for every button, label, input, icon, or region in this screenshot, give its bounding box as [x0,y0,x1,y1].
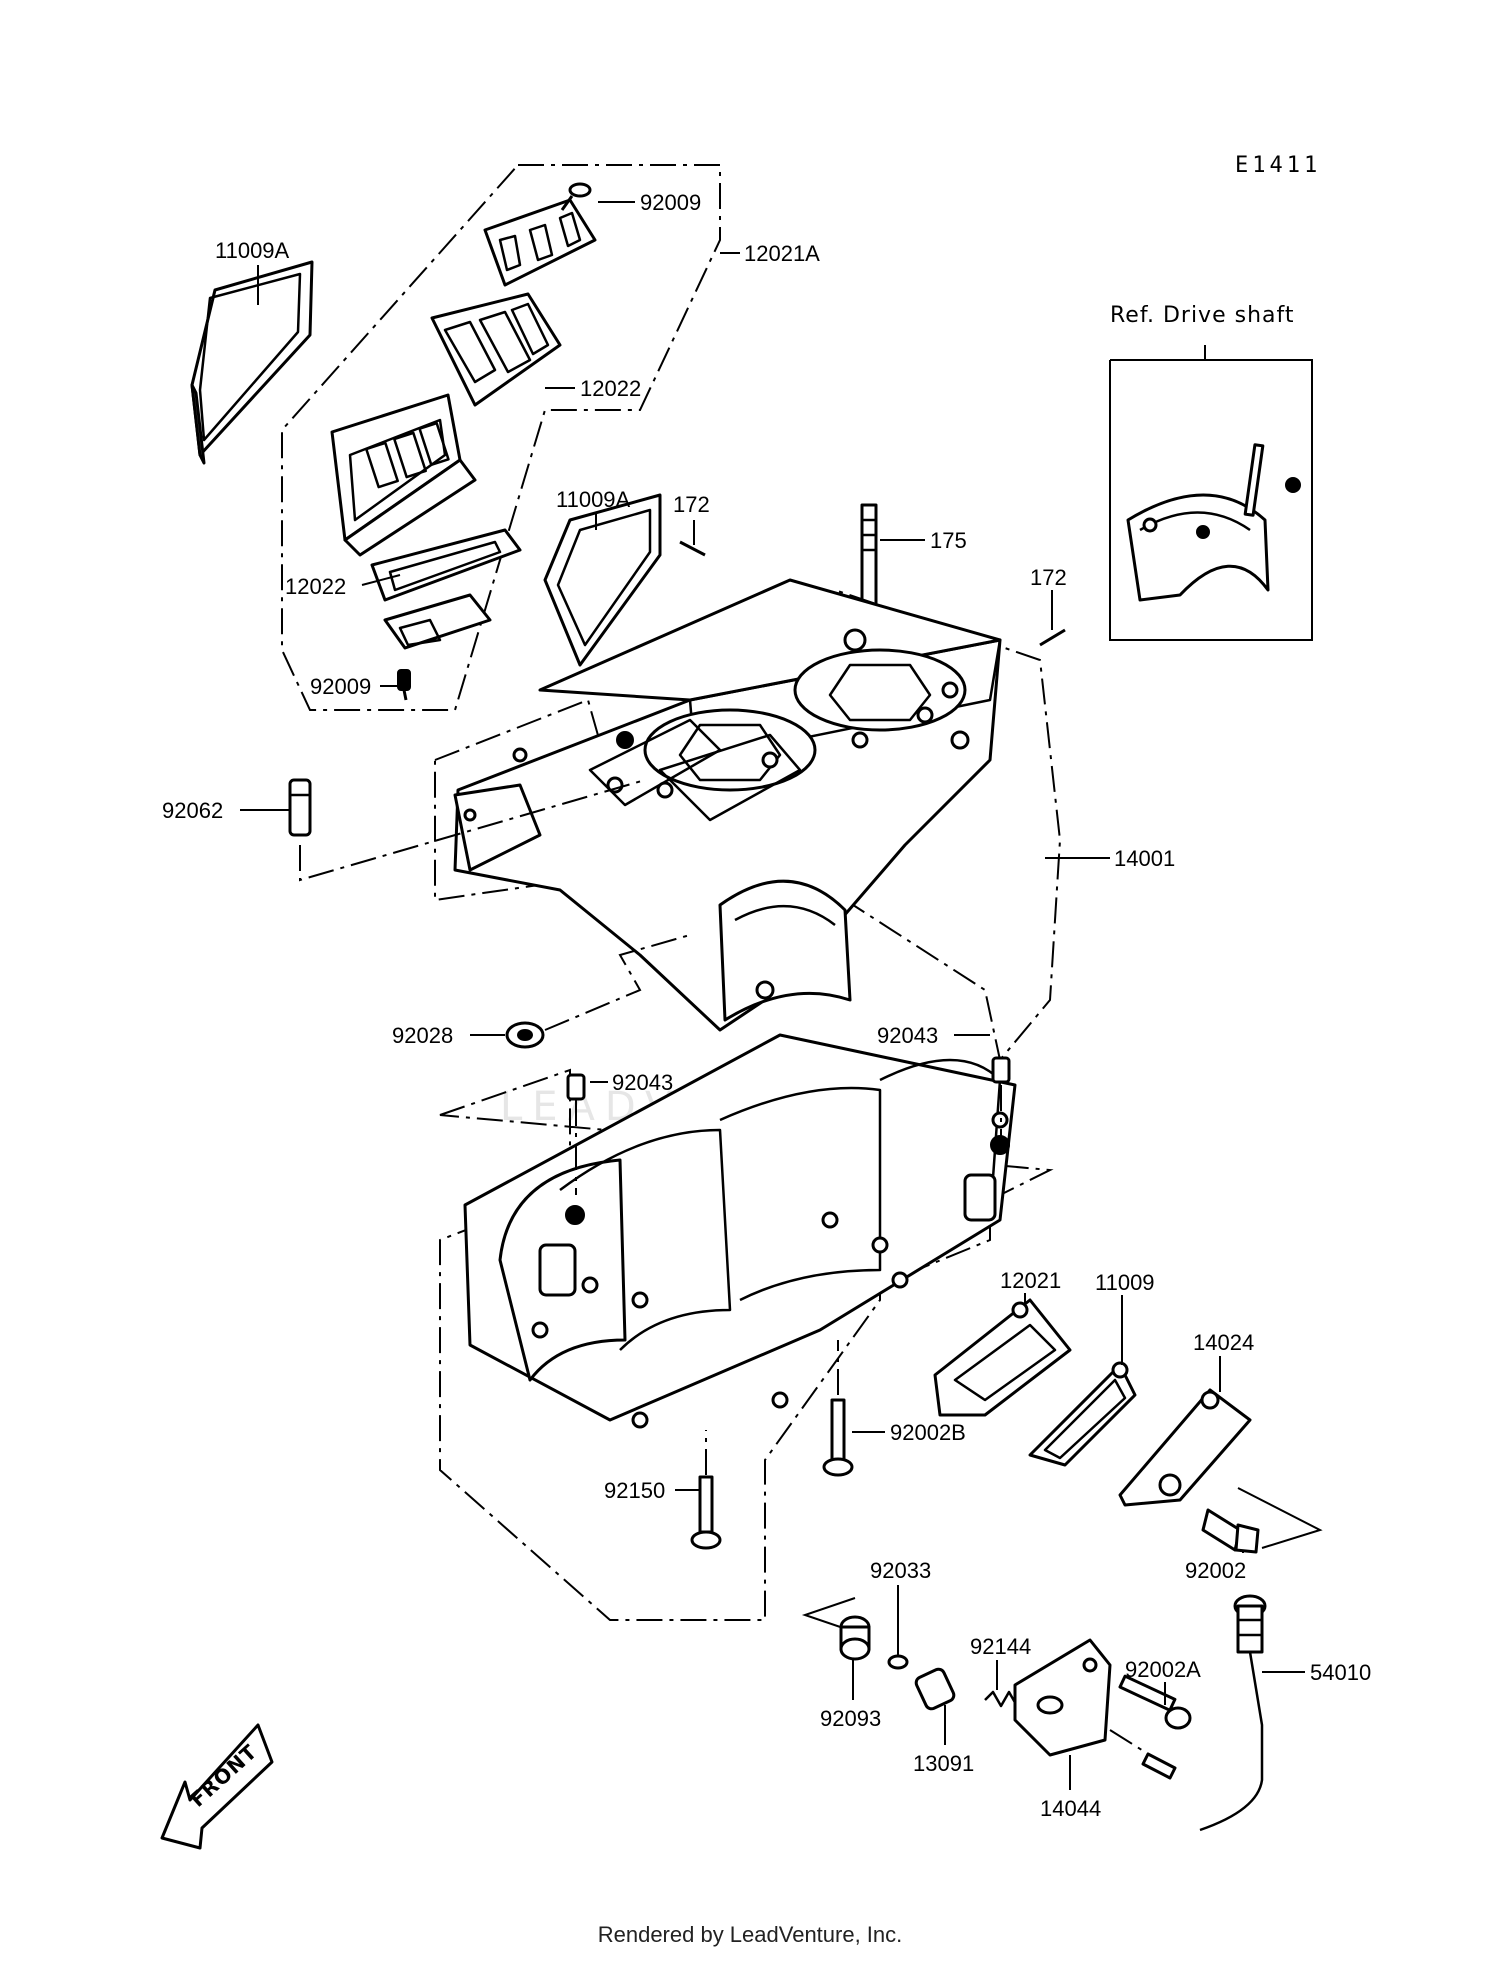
callout-172-right: 172 [1030,565,1067,590]
lower-crankcase [439,1033,1054,1621]
callout-92043-right: 92043 [877,1023,938,1048]
oil-line-54010 [1199,1594,1267,1832]
housing-14044 [1013,1638,1112,1757]
reed-valve-group [190,164,721,711]
callout-11009a-middle: 11009A [556,487,631,512]
callout-172-left: 172 [673,492,710,517]
drive-shaft-reference-box: Ref. Drive shaft [1109,303,1313,641]
screw-92009-lower [397,669,411,701]
crankcase-group-boundary-lower [439,1068,1054,1621]
callout-12022-lower: 12022 [285,574,346,599]
bolt-92002 [1201,1508,1260,1554]
callout-175: 175 [930,528,967,553]
reed-valve-block [330,393,477,557]
reed-petal-upper [430,292,562,407]
dowel-pin-92062 [288,778,312,837]
callout-14044: 14044 [1040,1796,1101,1821]
reed-valve-12021 [933,1298,1072,1417]
gasket-11009a-middle [543,493,662,667]
reed-stopper-upper [483,198,597,287]
callout-92002a: 92002A [1125,1657,1201,1682]
callout-14024: 14024 [1193,1330,1254,1355]
callout-92033: 92033 [870,1558,931,1583]
callout-12022-upper: 12022 [580,376,641,401]
callout-11009: 11009 [1095,1270,1155,1295]
stud-172-right [1039,628,1066,647]
reed-petal-lower [370,528,522,602]
bolt-92002b [822,1398,854,1477]
callout-92144: 92144 [970,1634,1031,1659]
reed-valve-group-boundary [281,164,721,711]
callout-leaders [240,201,1305,1790]
spacer-13091 [914,1667,956,1711]
plug-92028-alignment [544,934,691,1031]
callout-92009-upper: 92009 [640,190,701,215]
front-arrow-icon: FRONT [160,1723,274,1850]
cover-14024 [1118,1388,1252,1507]
callout-92028: 92028 [392,1023,453,1048]
bolt-92002a [1118,1674,1192,1730]
bolt-92002-arrow [1237,1487,1323,1549]
callout-92062: 92062 [162,798,223,823]
diagram-code: E1411 [1235,153,1321,178]
reference-box-title: Ref. Drive shaft [1110,303,1294,328]
bolt-92150 [690,1475,722,1550]
callout-13091: 13091 [913,1751,974,1776]
part-callouts: 92009 12021A 11009A 12022 11009A 172 175… [162,190,1371,1821]
callout-92043-left: 92043 [612,1070,673,1095]
callout-12021a: 12021A [744,241,820,266]
dowel-92062-alignment [299,779,646,882]
callout-92009-lower: 92009 [310,674,371,699]
callout-92150: 92150 [604,1478,665,1503]
dowel-92043-right [991,1056,1011,1084]
o-ring-92033 [887,1654,909,1670]
callout-92002b: 92002B [890,1420,966,1445]
flow-arrow [801,1597,856,1633]
stud-172-left [679,540,706,557]
callout-92002: 92002 [1185,1558,1246,1583]
reed-stopper-lower [383,593,492,650]
screw-92009-upper [560,182,592,211]
callout-92093: 92093 [820,1706,881,1731]
callout-14001: 14001 [1114,846,1175,871]
callout-11009a-left: 11009A [215,238,290,263]
upper-crankcase [434,578,1062,1063]
callout-54010: 54010 [1310,1660,1371,1685]
bushing-92093 [839,1615,871,1661]
plug-92028 [505,1021,545,1049]
bleed-screw [1141,1752,1177,1780]
gasket-11009a-left [190,260,314,465]
footer-credit: Rendered by LeadVenture, Inc. [597,1922,903,1947]
dowel-92043-left [566,1073,586,1101]
housing-alignment [1109,1729,1146,1753]
gasket-11009 [1028,1361,1137,1467]
callout-12021: 12021 [1000,1268,1061,1293]
